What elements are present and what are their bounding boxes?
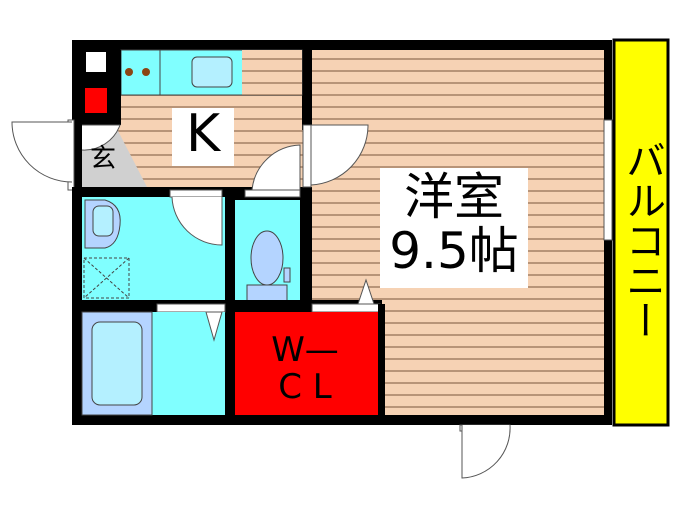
balcony bbox=[612, 38, 670, 427]
washroom-door bbox=[171, 196, 223, 246]
western-room-name: 洋室 bbox=[404, 168, 504, 226]
stove-burner bbox=[125, 68, 133, 76]
balcony-window bbox=[603, 119, 613, 241]
closet-label-1: W— bbox=[271, 330, 339, 370]
breaker-box bbox=[85, 88, 107, 113]
western-room-size: 9.5帖 bbox=[389, 222, 519, 280]
stove-burner bbox=[142, 68, 150, 76]
toilet-door bbox=[251, 144, 301, 191]
bottom-door bbox=[461, 424, 511, 479]
entrance-label: 玄 bbox=[90, 144, 117, 174]
room-door bbox=[310, 124, 369, 186]
entrance-door bbox=[11, 121, 73, 183]
closet-label-2: C L bbox=[278, 367, 332, 407]
washer-pan bbox=[83, 257, 130, 299]
toilet bbox=[250, 230, 284, 286]
walk-in-closet bbox=[235, 312, 378, 415]
balcony-label: バルコニー bbox=[619, 140, 665, 340]
sink bbox=[191, 56, 233, 88]
meter-box bbox=[86, 52, 106, 72]
kitchen-label: K bbox=[172, 108, 234, 166]
western-room-label: 洋室 9.5帖 bbox=[380, 168, 528, 288]
